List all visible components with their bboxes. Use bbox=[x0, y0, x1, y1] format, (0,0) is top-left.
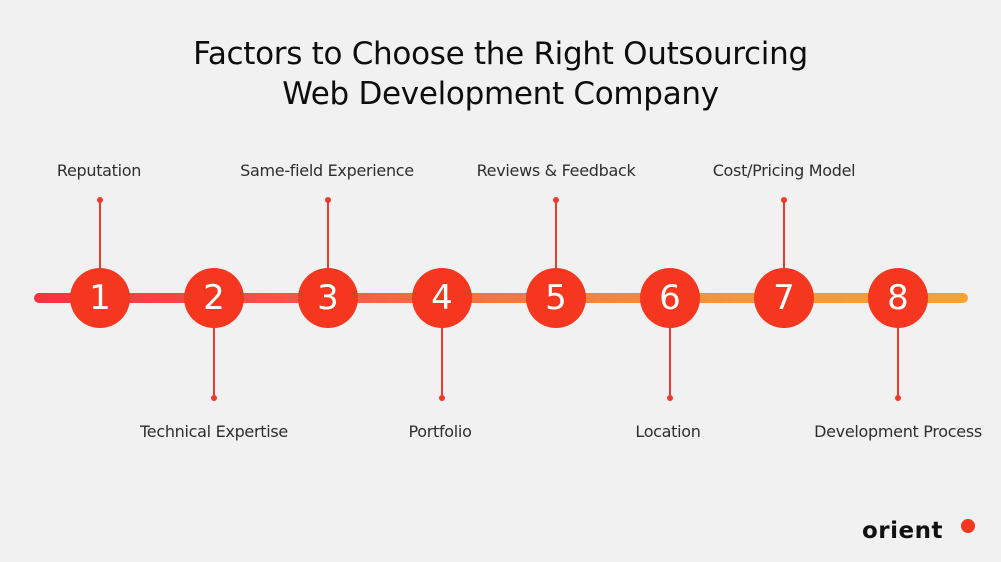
factor-label-7: Cost/Pricing Model bbox=[712, 161, 856, 180]
connector-line bbox=[441, 326, 443, 398]
logo-dot-icon bbox=[961, 519, 975, 533]
connector-line bbox=[783, 200, 785, 270]
connector-line bbox=[897, 326, 899, 398]
factor-node-2: 2 bbox=[184, 268, 244, 328]
timeline-track bbox=[34, 293, 968, 303]
connector-line bbox=[327, 200, 329, 270]
connector-dot bbox=[895, 395, 901, 401]
factor-label-3: Same-field Experience bbox=[240, 161, 414, 180]
connector-line bbox=[99, 200, 101, 270]
title-line-2: Web Development Company bbox=[282, 76, 719, 112]
factor-node-4: 4 bbox=[412, 268, 472, 328]
orient-logo: orient bbox=[862, 518, 943, 544]
connector-dot bbox=[439, 395, 445, 401]
factor-label-5: Reviews & Feedback bbox=[476, 161, 636, 180]
page-title: Factors to Choose the Right Outsourcing … bbox=[0, 34, 1001, 114]
connector-line bbox=[555, 200, 557, 270]
factor-node-3: 3 bbox=[298, 268, 358, 328]
connector-line bbox=[213, 326, 215, 398]
connector-dot bbox=[667, 395, 673, 401]
factor-node-8: 8 bbox=[868, 268, 928, 328]
factor-label-4: Portfolio bbox=[408, 422, 472, 441]
factor-node-1: 1 bbox=[70, 268, 130, 328]
factor-label-6: Location bbox=[635, 422, 701, 441]
factor-label-8: Development Process bbox=[814, 422, 982, 441]
connector-line bbox=[669, 326, 671, 398]
factor-node-7: 7 bbox=[754, 268, 814, 328]
factor-label-2: Technical Expertise bbox=[140, 422, 288, 441]
factor-label-1: Reputation bbox=[56, 161, 142, 180]
factor-node-5: 5 bbox=[526, 268, 586, 328]
connector-dot bbox=[211, 395, 217, 401]
factor-node-6: 6 bbox=[640, 268, 700, 328]
title-line-1: Factors to Choose the Right Outsourcing bbox=[193, 36, 808, 72]
